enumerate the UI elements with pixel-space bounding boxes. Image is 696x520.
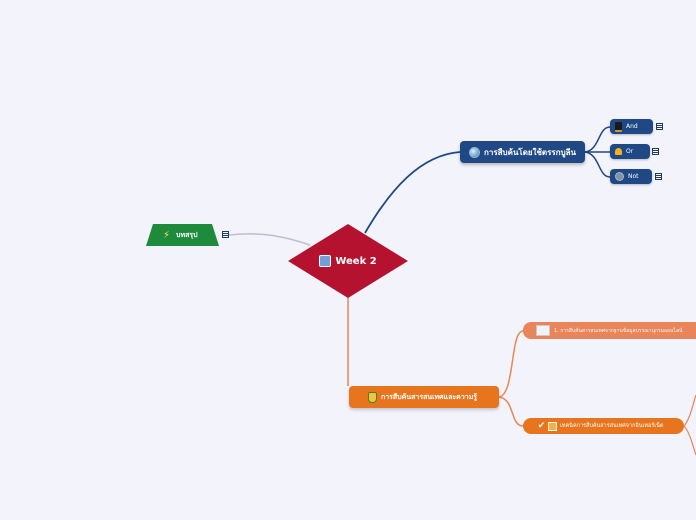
check-icon: ✔ <box>537 421 546 431</box>
node-not[interactable]: Not <box>610 169 652 184</box>
connector-sub2-tail-down <box>683 425 696 456</box>
document-icon <box>536 325 550 336</box>
globe-blocks-icon <box>319 255 332 267</box>
cube-icon <box>548 421 557 431</box>
connector-sub2 <box>498 396 524 427</box>
root-diamond[interactable] <box>288 224 408 298</box>
node-information-search-label: การสืบค้นสารสนเทศและความรู้ <box>381 392 478 401</box>
node-summary[interactable]: ⚡ บทสรุป <box>146 224 219 246</box>
lightning-icon: ⚡ <box>163 229 171 241</box>
summary-trapezoid[interactable] <box>146 224 219 246</box>
root-title: Week 2 <box>335 255 377 267</box>
node-boolean-search[interactable]: การสืบค้นโดยใช้ตรรกบูลีน <box>460 141 585 163</box>
note-icon[interactable] <box>652 148 659 155</box>
connector-and <box>584 126 611 153</box>
globe-icon <box>469 146 480 158</box>
note-icon[interactable] <box>655 173 662 180</box>
hat-icon <box>615 121 622 132</box>
node-and-label: And <box>626 123 638 130</box>
shield-icon <box>368 391 377 403</box>
note-icon[interactable] <box>656 123 663 130</box>
connector-not <box>584 151 611 178</box>
node-online-catalog-search-label: 1. การสืบค้นสารสนเทศจากฐานข้อมูลบรรณานุก… <box>554 327 683 334</box>
connector-sub1 <box>498 330 524 398</box>
gear-icon <box>615 172 624 181</box>
node-not-label: Not <box>628 173 639 180</box>
bell-icon <box>615 148 622 155</box>
connector-logic <box>364 151 461 234</box>
node-or-label: Or <box>626 148 634 155</box>
root-node-label[interactable]: Week 2 <box>292 251 404 271</box>
connector-sub2-tail <box>683 394 696 427</box>
node-or[interactable]: Or <box>610 144 650 159</box>
node-online-catalog-search[interactable]: 1. การสืบค้นสารสนเทศจากฐานข้อมูลบรรณานุก… <box>523 322 696 339</box>
node-boolean-search-label: การสืบค้นโดยใช้ตรรกบูลีน <box>484 147 577 157</box>
note-icon[interactable] <box>222 231 229 238</box>
connector-summary <box>228 233 311 246</box>
node-and[interactable]: And <box>610 119 653 134</box>
node-internet-search-techniques-label: เทคนิคการสืบค้นสารสนเทศจากอินเทอร์เน็ต <box>560 423 664 429</box>
node-internet-search-techniques[interactable]: ✔ เทคนิคการสืบค้นสารสนเทศจากอินเทอร์เน็ต <box>523 418 684 434</box>
node-information-search[interactable]: การสืบค้นสารสนเทศและความรู้ <box>349 386 499 408</box>
node-summary-label: บทสรุป <box>176 230 198 239</box>
